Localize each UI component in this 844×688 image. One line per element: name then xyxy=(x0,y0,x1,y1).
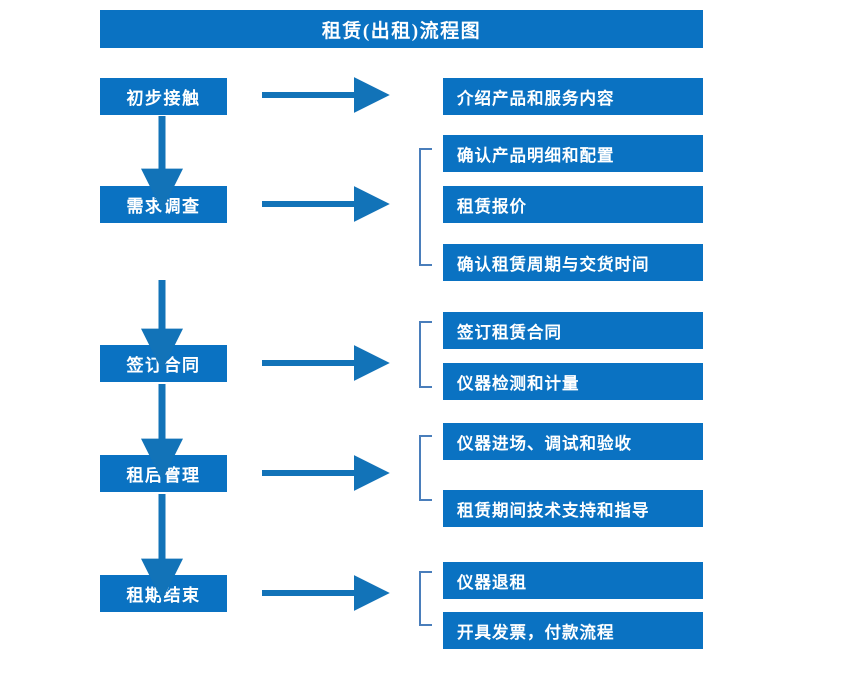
detail-box-10[interactable]: 开具发票，付款流程 xyxy=(443,612,703,649)
group-bracket-2 xyxy=(419,321,432,388)
detail-box-6[interactable]: 仪器检测和计量 xyxy=(443,363,703,400)
diagram-title: 租赁(出租)流程图 xyxy=(100,10,703,48)
detail-box-2[interactable]: 确认产品明细和配置 xyxy=(443,135,703,172)
group-bracket-3 xyxy=(419,435,432,501)
detail-box-8[interactable]: 租赁期间技术支持和指导 xyxy=(443,490,703,527)
detail-box-9[interactable]: 仪器退租 xyxy=(443,562,703,599)
group-bracket-1 xyxy=(419,148,432,266)
step-box-4[interactable]: 租后管理 xyxy=(100,455,227,492)
step-box-1[interactable]: 初步接触 xyxy=(100,78,227,115)
detail-box-3[interactable]: 租赁报价 xyxy=(443,186,703,223)
group-bracket-4 xyxy=(419,571,432,626)
detail-box-7[interactable]: 仪器进场、调试和验收 xyxy=(443,423,703,460)
step-box-3[interactable]: 签订合同 xyxy=(100,345,227,382)
step-box-2[interactable]: 需求调查 xyxy=(100,186,227,223)
detail-box-1[interactable]: 介绍产品和服务内容 xyxy=(443,78,703,115)
detail-box-5[interactable]: 签订租赁合同 xyxy=(443,312,703,349)
detail-box-4[interactable]: 确认租赁周期与交货时间 xyxy=(443,244,703,281)
step-box-5[interactable]: 租期结束 xyxy=(100,575,227,612)
